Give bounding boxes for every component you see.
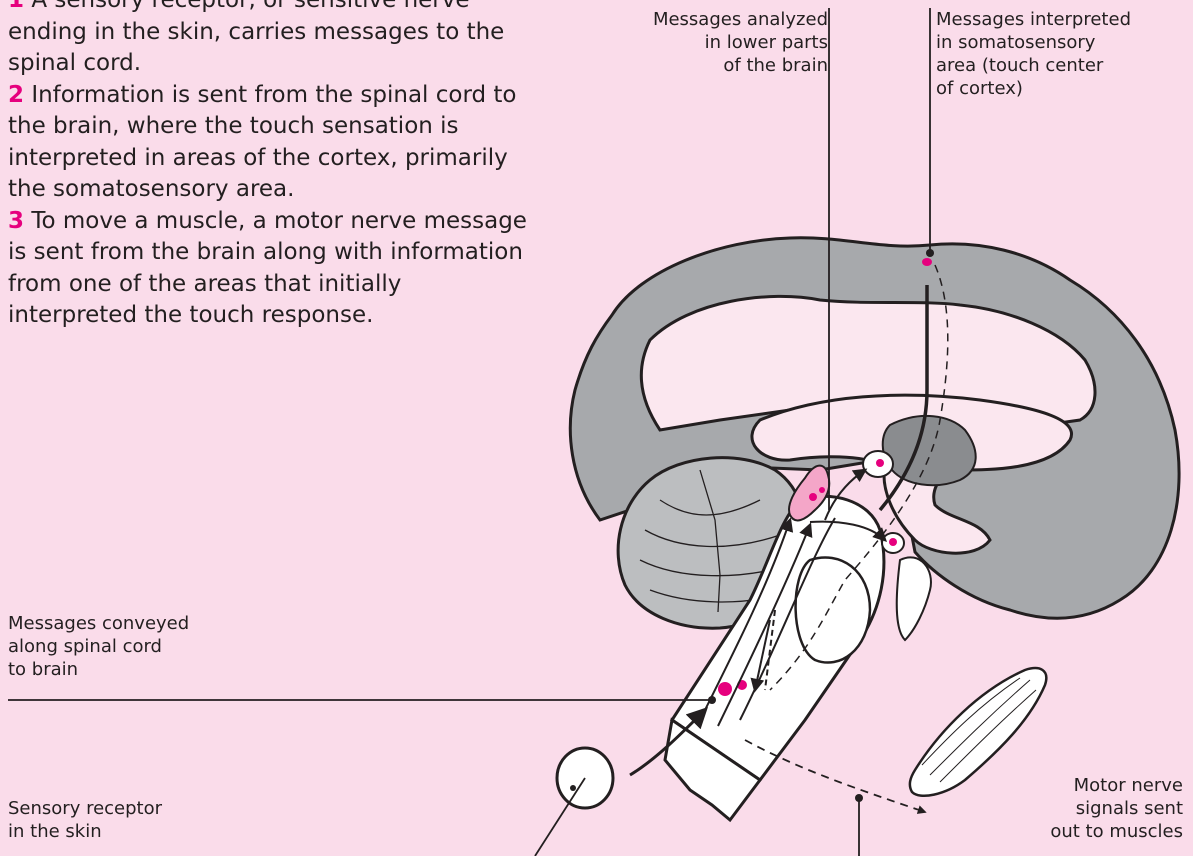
pituitary — [897, 557, 931, 640]
muscle — [910, 668, 1046, 796]
thalamus — [883, 416, 976, 485]
